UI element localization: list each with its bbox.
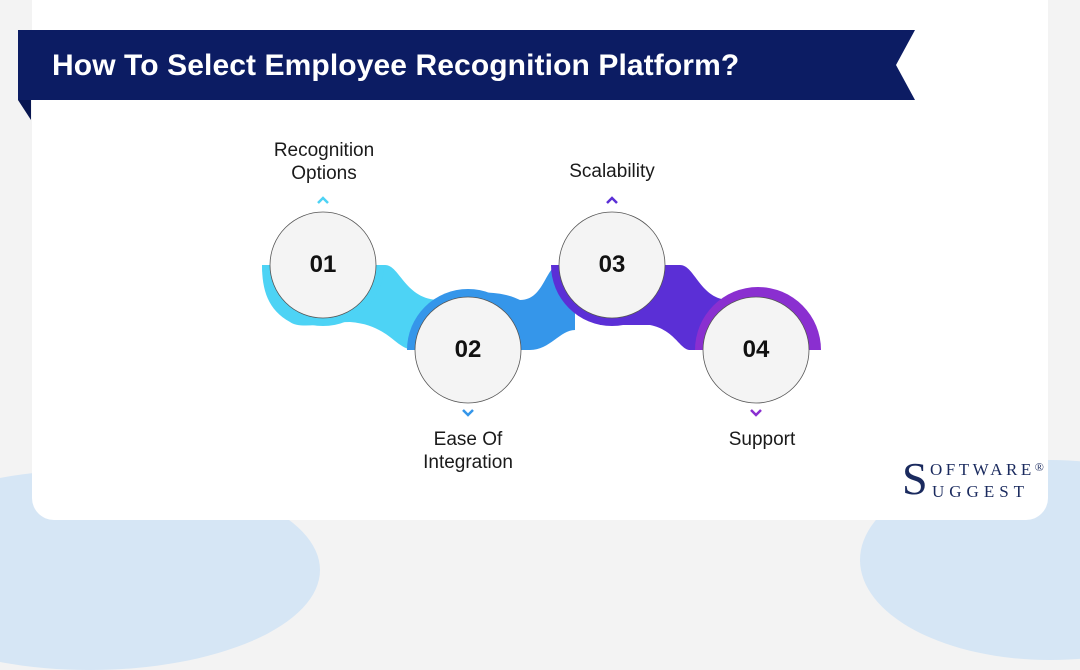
chevron-up-icon xyxy=(606,196,618,204)
logo-top-text: OFTWARE® xyxy=(930,460,1044,479)
step-number-04: 04 xyxy=(742,336,770,363)
step-number-02: 02 xyxy=(454,336,482,363)
process-ribbon xyxy=(262,211,821,404)
step-circle-02 xyxy=(414,296,522,404)
title-banner xyxy=(18,30,915,120)
step-number-01: 01 xyxy=(309,251,337,278)
step-label-04: Support xyxy=(728,429,796,450)
chevron-down-icon xyxy=(462,409,474,417)
logo-bottom-text: UGGEST xyxy=(932,482,1030,501)
logo-initial: S xyxy=(902,453,928,504)
step-label-02: Ease Of Integration xyxy=(423,429,513,473)
step-label-03: Scalability xyxy=(569,161,655,182)
chevron-down-icon xyxy=(750,409,762,417)
step-circle-04 xyxy=(702,296,810,404)
step-circle-03 xyxy=(558,211,666,319)
page-title: How To Select Employee Recognition Platf… xyxy=(52,49,740,82)
step-circle-01 xyxy=(269,211,377,319)
chevron-up-icon xyxy=(317,196,329,204)
step-label-01: Recognition Options xyxy=(273,140,375,184)
step-number-03: 03 xyxy=(598,251,626,278)
